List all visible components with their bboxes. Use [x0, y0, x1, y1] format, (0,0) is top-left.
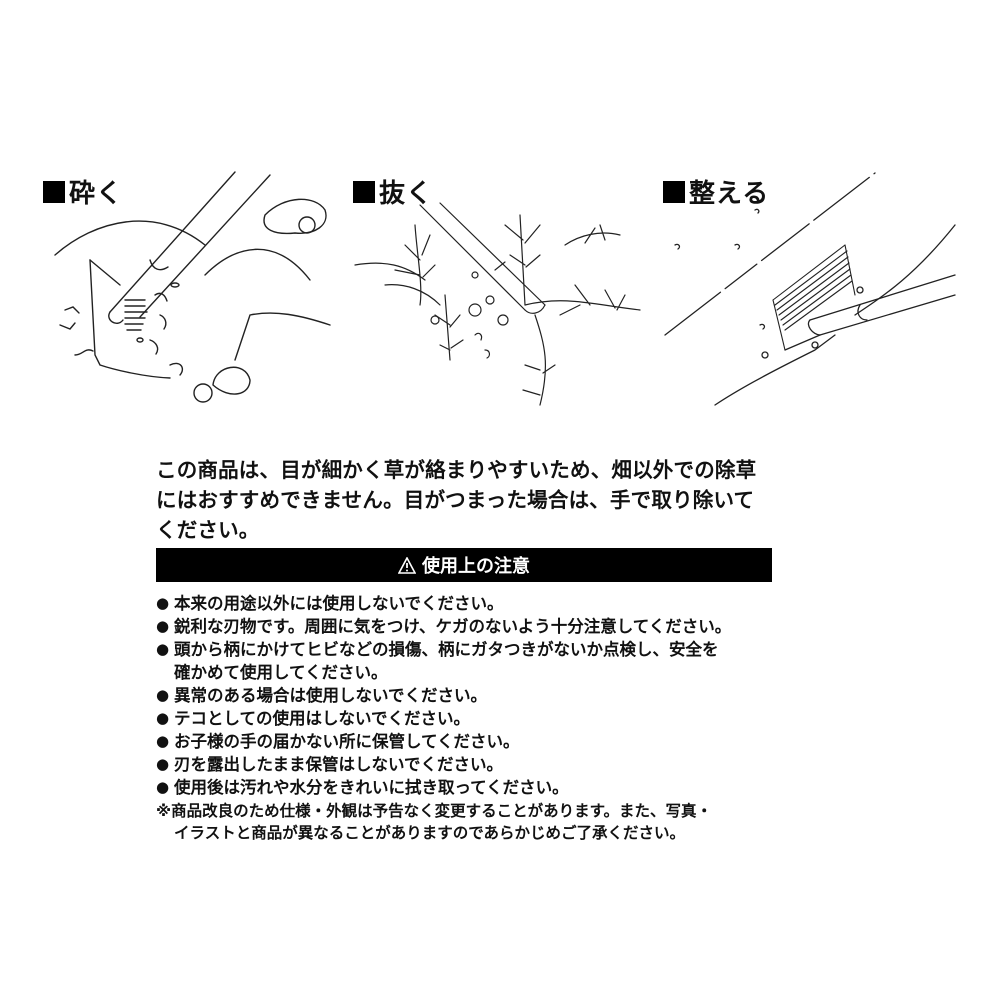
caution-list: ●本来の用途以外には使用しないでください。 ●鋭利な刃物です。周囲に気をつけ、ケ…	[156, 592, 796, 799]
hoe-breaking-soil-illustration	[54, 171, 331, 403]
bullet-icon: ●	[156, 686, 170, 704]
footnote-line: ※商品改良のため仕様・外観は予告なく変更することがあります。また、写真・	[156, 802, 713, 820]
panel-break: 砕く	[35, 165, 335, 415]
footnote: ※商品改良のため仕様・外観は予告なく変更することがあります。また、写真・ イラス…	[156, 800, 796, 844]
black-square-icon	[663, 180, 685, 203]
intro-line: にはおすすめできません。目がつまった場合は、手で取り除いて	[156, 488, 755, 512]
panel-title-pull: 抜く	[353, 173, 433, 210]
bullet-icon: ●	[156, 594, 170, 612]
bullet-icon: ●	[156, 732, 170, 750]
bullet-icon: ●	[156, 778, 170, 796]
intro-line: ください。	[156, 518, 260, 542]
list-item: ●頭から柄にかけてヒビなどの損傷、柄にガタつきがないか点検し、安全を	[156, 640, 719, 659]
panel-level: 整える	[655, 165, 970, 415]
bullet-icon: ●	[156, 640, 170, 658]
panel-title-level: 整える	[663, 173, 769, 210]
list-item-continuation: 確かめて使用してください。	[174, 663, 388, 682]
list-item: ●お子様の手の届かない所に保管してください。	[156, 732, 520, 751]
panel-title-break: 砕く	[43, 173, 123, 210]
bullet-icon: ●	[156, 617, 170, 635]
list-item: ●異常のある場合は使用しないでください。	[156, 686, 488, 705]
bullet-icon: ●	[156, 709, 170, 727]
intro-paragraph: この商品は、目が細かく草が絡まりやすいため、畑以外での除草 にはおすすめできませ…	[156, 455, 786, 545]
rake-leveling-illustration	[664, 172, 956, 406]
black-square-icon	[43, 180, 65, 203]
caution-header: 使用上の注意	[156, 548, 772, 582]
list-item: ●テコとしての使用はしないでください。	[156, 709, 471, 728]
panel-pull: 抜く	[345, 165, 650, 415]
pulling-weeds-illustration	[354, 202, 641, 406]
black-square-icon	[353, 180, 375, 203]
list-item: ●鋭利な刃物です。周囲に気をつけ、ケガのないよう十分注意してください。	[156, 617, 732, 636]
list-item: ●刃を露出したまま保管はしないでください。	[156, 755, 504, 774]
caution-title: 使用上の注意	[422, 556, 530, 577]
bullet-icon: ●	[156, 755, 170, 773]
intro-line: この商品は、目が細かく草が絡まりやすいため、畑以外での除草	[156, 458, 757, 482]
footnote-line: イラストと商品が異なることがありますのであらかじめご了承ください。	[174, 824, 686, 842]
warning-triangle-icon	[398, 556, 416, 574]
list-item: ●本来の用途以外には使用しないでください。	[156, 594, 504, 613]
list-item: ●使用後は汚れや水分をきれいに拭き取ってください。	[156, 778, 569, 797]
